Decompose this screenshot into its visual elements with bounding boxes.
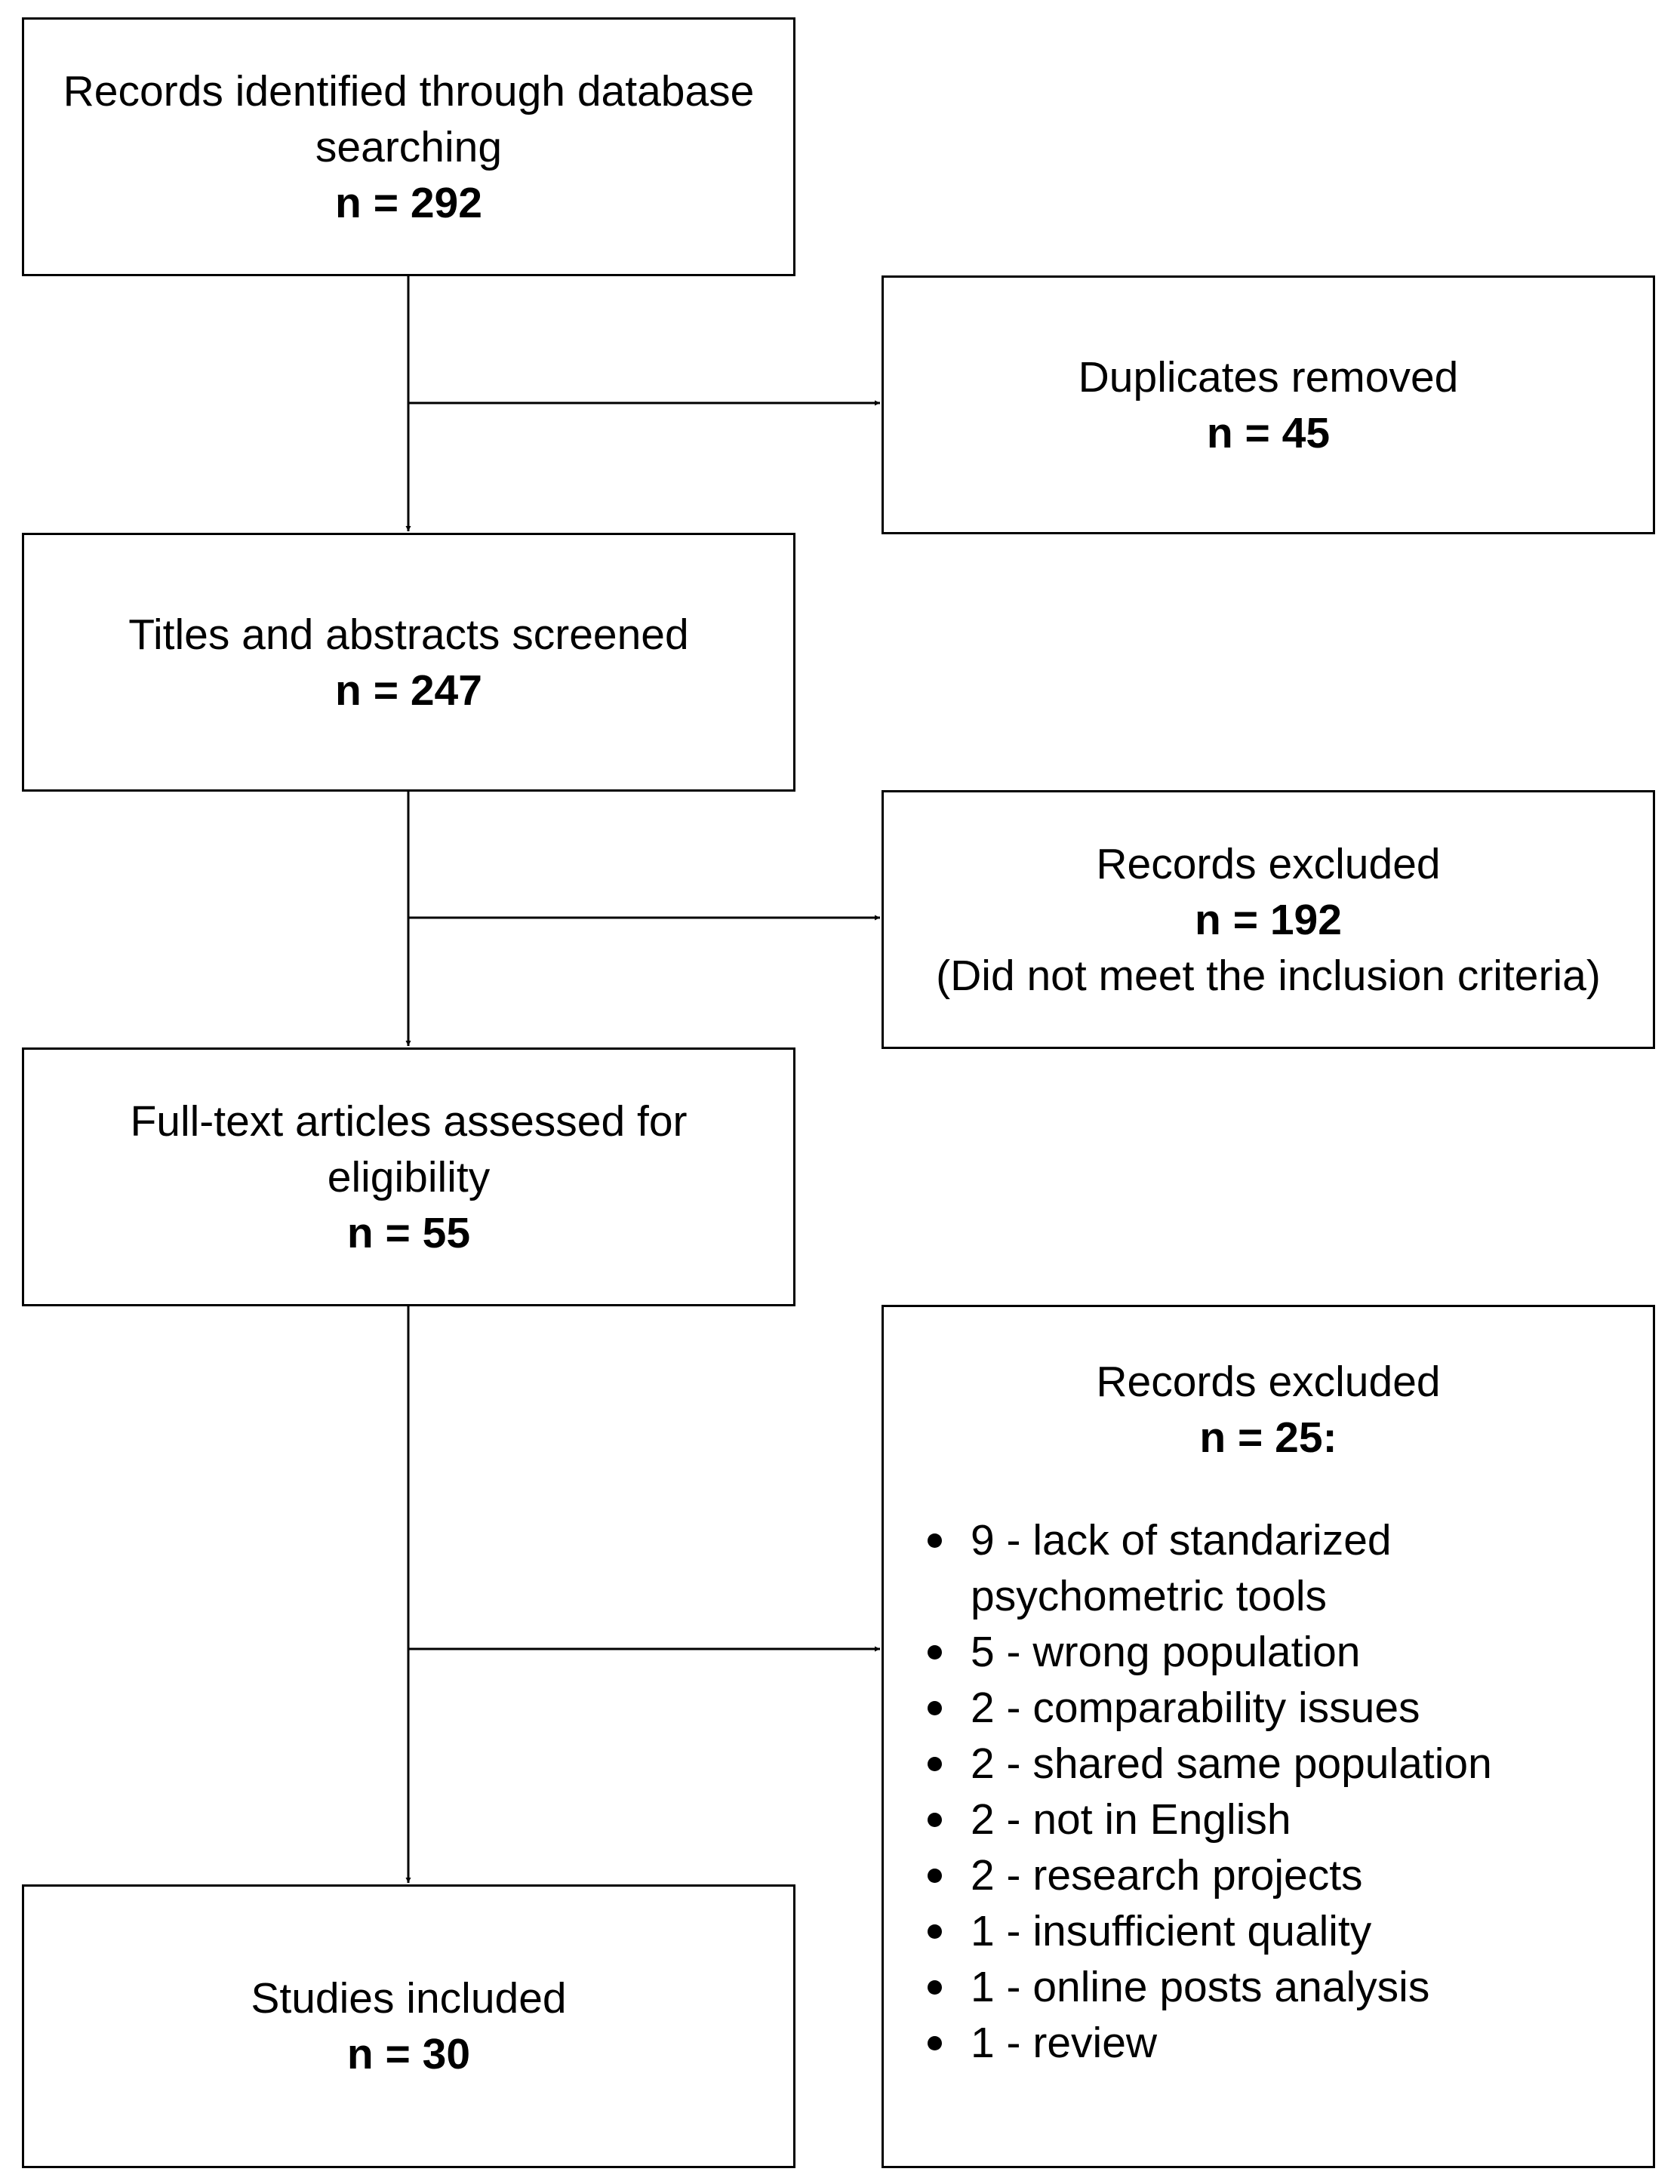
box-count: n = 45 [1206,408,1331,457]
reason-text: 9 - lack of standarized [971,1516,1392,1564]
list-item: 2 - shared same population [884,1736,1653,1792]
list-item: 1 - insufficient quality [884,1903,1653,1959]
bullet-icon [928,1980,942,1995]
list-item: 1 - review [884,2015,1653,2071]
records-excluded-box: Records excluded n = 192 (Did not meet t… [882,790,1655,1049]
exclusion-reasons-list: 9 - lack of standarized psychometric tool… [884,1512,1653,2071]
box-count: n = 247 [335,666,482,715]
full-text-assessed-box: Full-text articles assessed for eligibil… [22,1047,795,1306]
bullet-icon [928,1924,942,1939]
reason-text: 2 - not in English [971,1795,1291,1844]
bullet-icon [928,1645,942,1660]
bullet-icon [928,1869,942,1883]
reason-text: 2 - comparability issues [971,1684,1420,1732]
reason-text: 2 - shared same population [971,1740,1492,1788]
box-note: (Did not meet the inclusion criteria) [936,951,1601,1000]
list-item: 9 - lack of standarized psychometric tool… [884,1512,1653,1624]
list-item: 2 - not in English [884,1792,1653,1847]
reason-text: psychometric tools [971,1572,1328,1620]
bullet-icon [928,1757,942,1771]
list-item: 2 - research projects [884,1847,1653,1903]
reason-text: 2 - research projects [971,1851,1363,1899]
reason-text: 5 - wrong population [971,1628,1361,1676]
box-text-line: Full-text articles assessed for [130,1097,688,1146]
records-excluded-reasons-box: Records excluded n = 25: 9 - lack of sta… [882,1305,1655,2168]
box-count: n = 192 [1195,895,1342,944]
reason-text: 1 - insufficient quality [971,1907,1372,1955]
box-text-line: Records excluded [1096,839,1441,888]
box-text-line: Records excluded [1096,1358,1441,1406]
box-text-line: Duplicates removed [1078,352,1459,401]
list-item: 2 - comparability issues [884,1680,1653,1736]
titles-abstracts-screened-box: Titles and abstracts screened n = 247 [22,533,795,792]
bullet-icon [928,1533,942,1548]
box-text-line: Studies included [251,1974,567,2023]
duplicates-removed-box: Duplicates removed n = 45 [882,275,1655,534]
box-text-line: eligibility [327,1152,491,1201]
box-count: n = 25: [1199,1413,1337,1462]
box-count: n = 292 [335,178,482,227]
box-count: n = 30 [346,2030,471,2078]
reason-text: 1 - review [971,2019,1158,2067]
box-text-line: Titles and abstracts screened [128,610,689,659]
bullet-icon [928,1701,942,1715]
reason-text: 1 - online posts analysis [971,1963,1430,2011]
bullet-icon [928,2036,942,2050]
box-text-line: Records identified through database [63,66,755,115]
studies-included-box: Studies included n = 30 [22,1884,795,2168]
list-item: 1 - online posts analysis [884,1959,1653,2015]
bullet-icon [928,1813,942,1827]
list-item: 5 - wrong population [884,1624,1653,1680]
box-text-line: searching [315,122,503,171]
box-count: n = 55 [346,1208,471,1257]
records-identified-box: Records identified through database sear… [22,17,795,276]
